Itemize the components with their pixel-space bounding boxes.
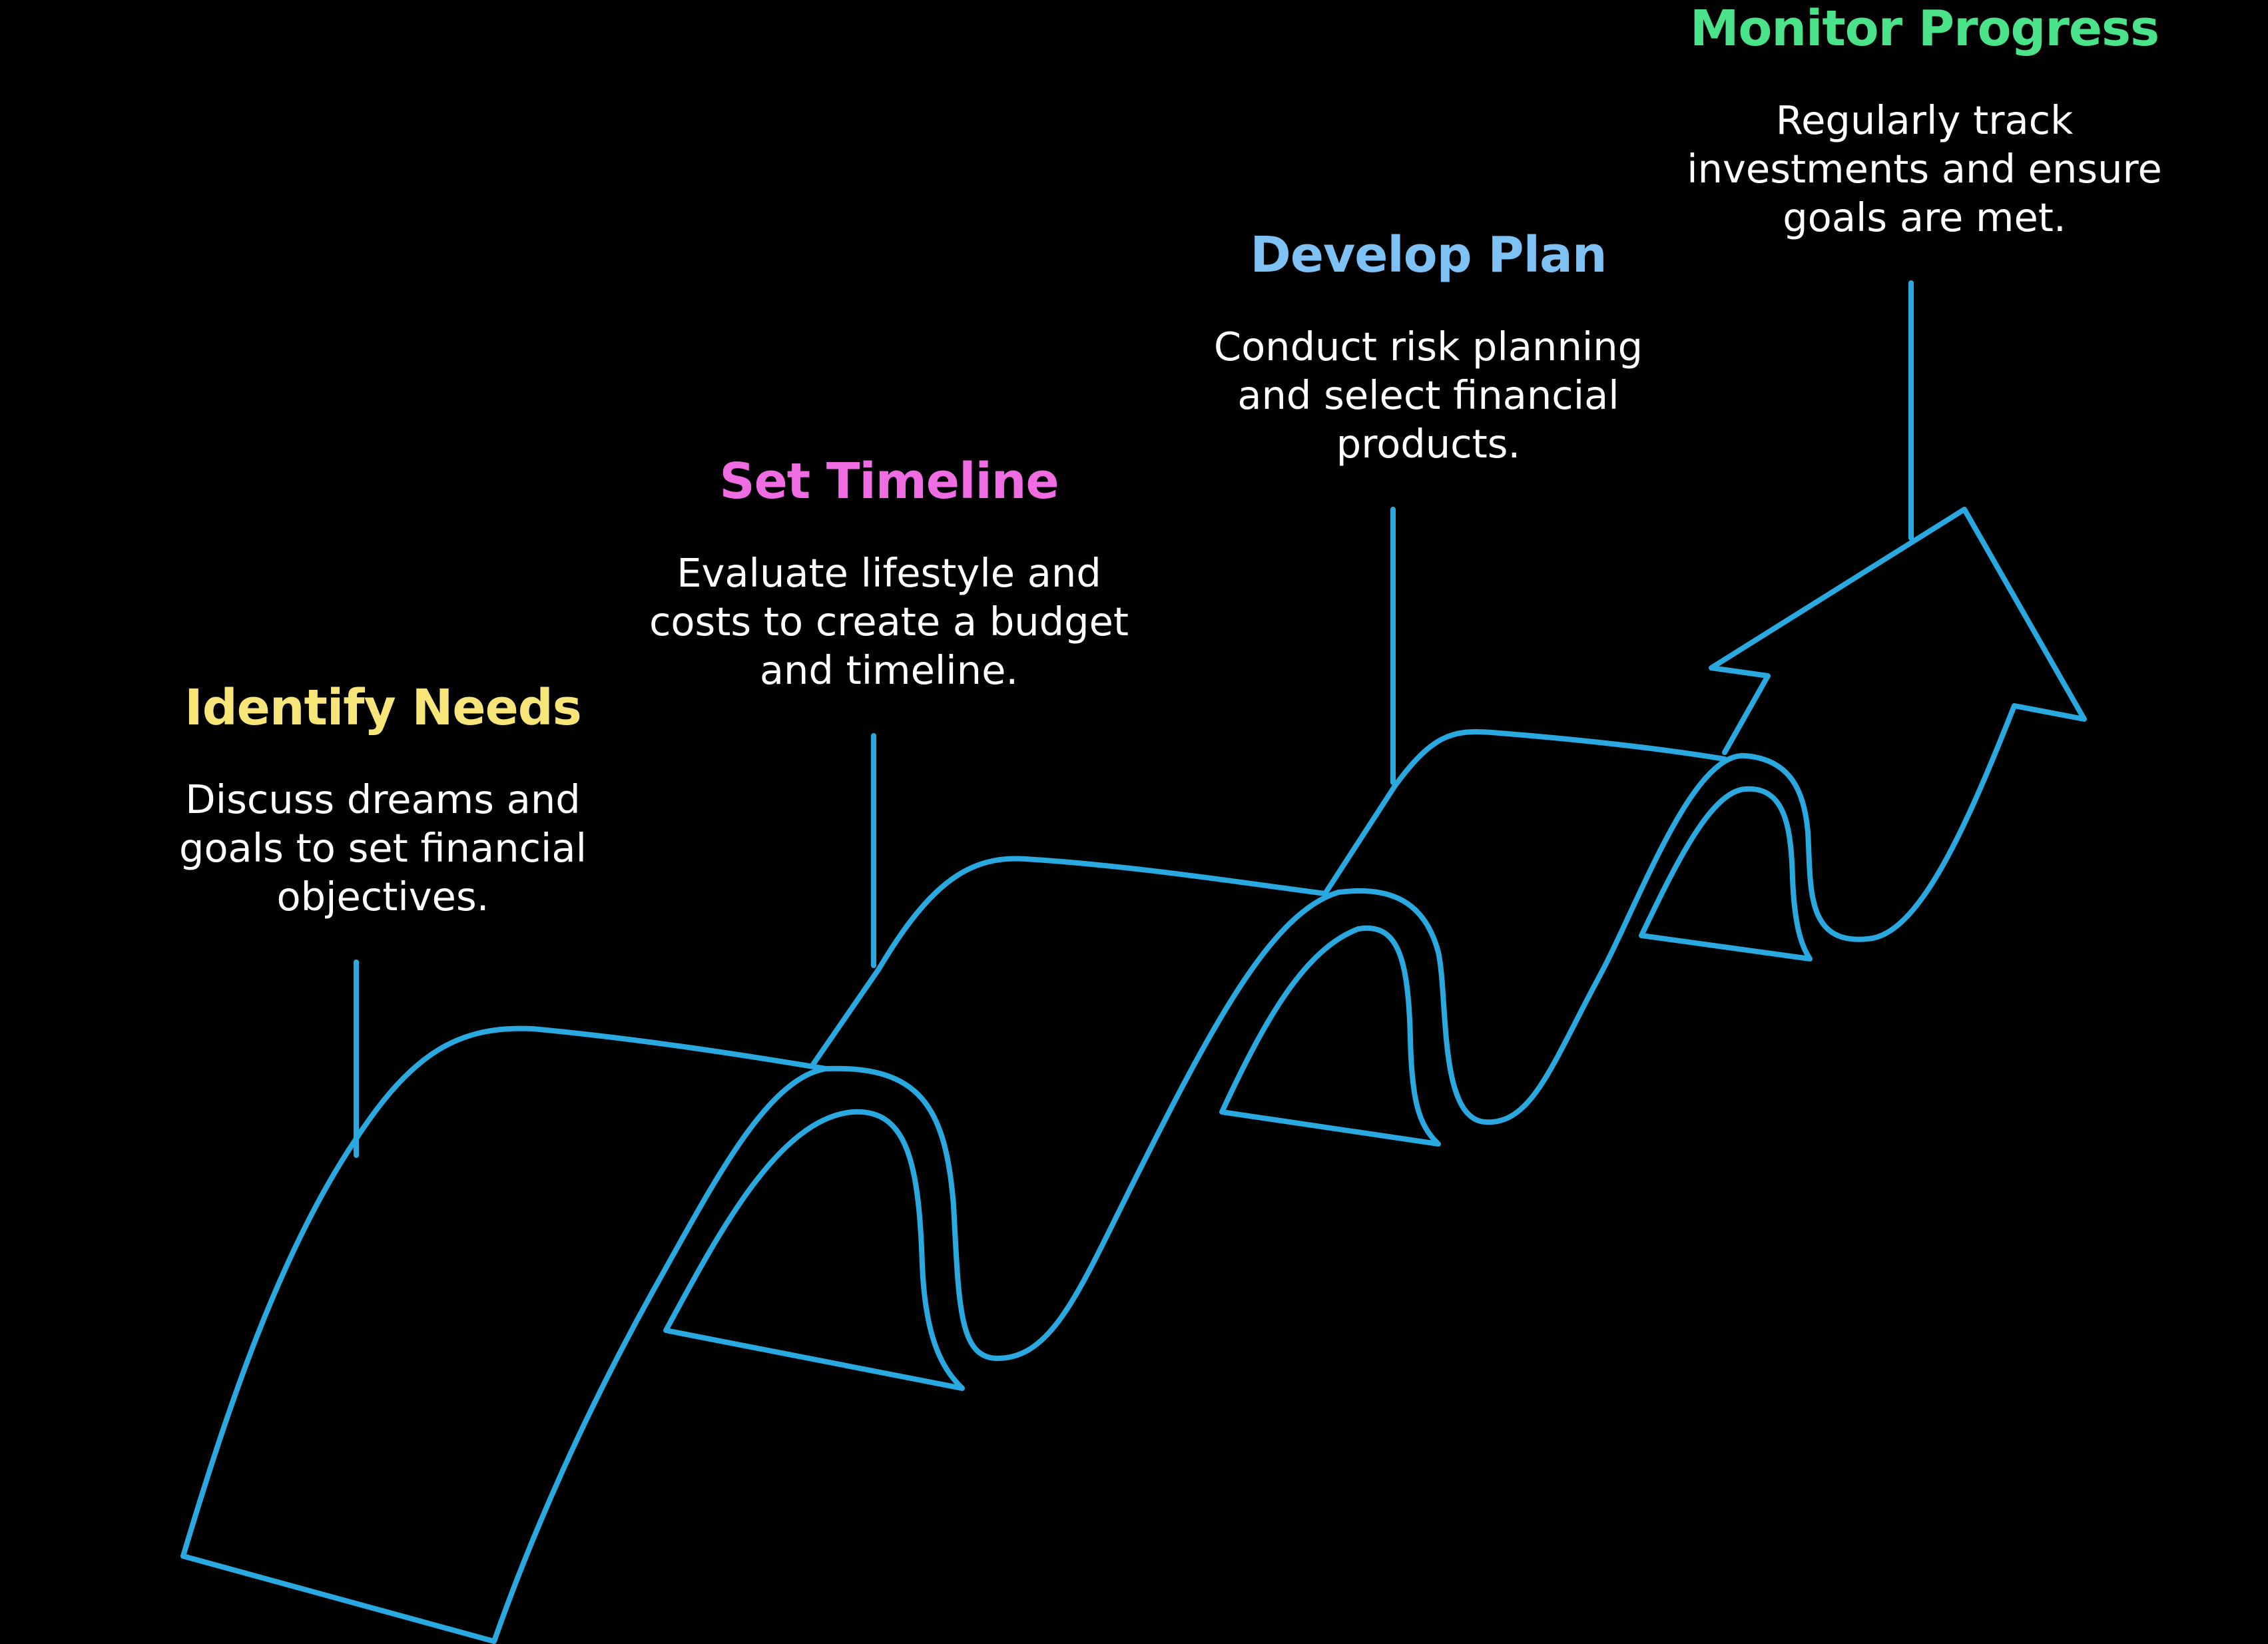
description-line: costs to create a budget: [649, 599, 1129, 645]
description-line: Regularly track: [1775, 97, 2074, 143]
step-description: Discuss dreams and goals to set financia…: [153, 775, 613, 921]
step-identify-needs: Identify Needs Discuss dreams and goals …: [153, 679, 613, 921]
step-title: Monitor Progress: [1689, 0, 2159, 57]
description-line: investments and ensure: [1687, 146, 2162, 192]
ribbon-inner-3: [1639, 786, 1813, 961]
ribbon-base-1: [180, 1066, 828, 1644]
ribbon-inner-2: [1219, 925, 1441, 1147]
description-line: and select financial: [1237, 372, 1619, 418]
description-line: goals are met.: [1783, 194, 2066, 240]
description-line: Evaluate lifestyle and: [677, 550, 1101, 596]
step-description: Evaluate lifestyle and costs to create a…: [639, 549, 1139, 694]
step-description: Conduct risk planning and select financi…: [1179, 322, 1678, 468]
description-line: products.: [1336, 421, 1521, 467]
ribbon-edge-2: [810, 856, 1328, 1068]
step-title: Set Timeline: [719, 453, 1059, 510]
step-description: Regularly track investments and ensure g…: [1671, 96, 2177, 242]
description-line: objectives.: [276, 874, 489, 920]
ribbon-inner-1: [663, 1109, 965, 1391]
ribbon-segment-1: [180, 507, 2087, 1559]
step-set-timeline: Set Timeline Evaluate lifestyle and cost…: [639, 453, 1139, 694]
step-monitor-progress: Monitor Progress Regularly track investm…: [1671, 0, 2177, 242]
ribbon-edge-3: [1322, 728, 1727, 896]
step-title: Develop Plan: [1250, 226, 1607, 284]
description-line: and timeline.: [759, 647, 1019, 693]
description-line: goals to set financial: [179, 825, 587, 871]
step-title: Identify Needs: [184, 679, 582, 736]
description-line: Conduct risk planning: [1213, 324, 1643, 370]
step-develop-plan: Develop Plan Conduct risk planning and s…: [1179, 226, 1678, 468]
description-line: Discuss dreams and: [185, 776, 581, 822]
